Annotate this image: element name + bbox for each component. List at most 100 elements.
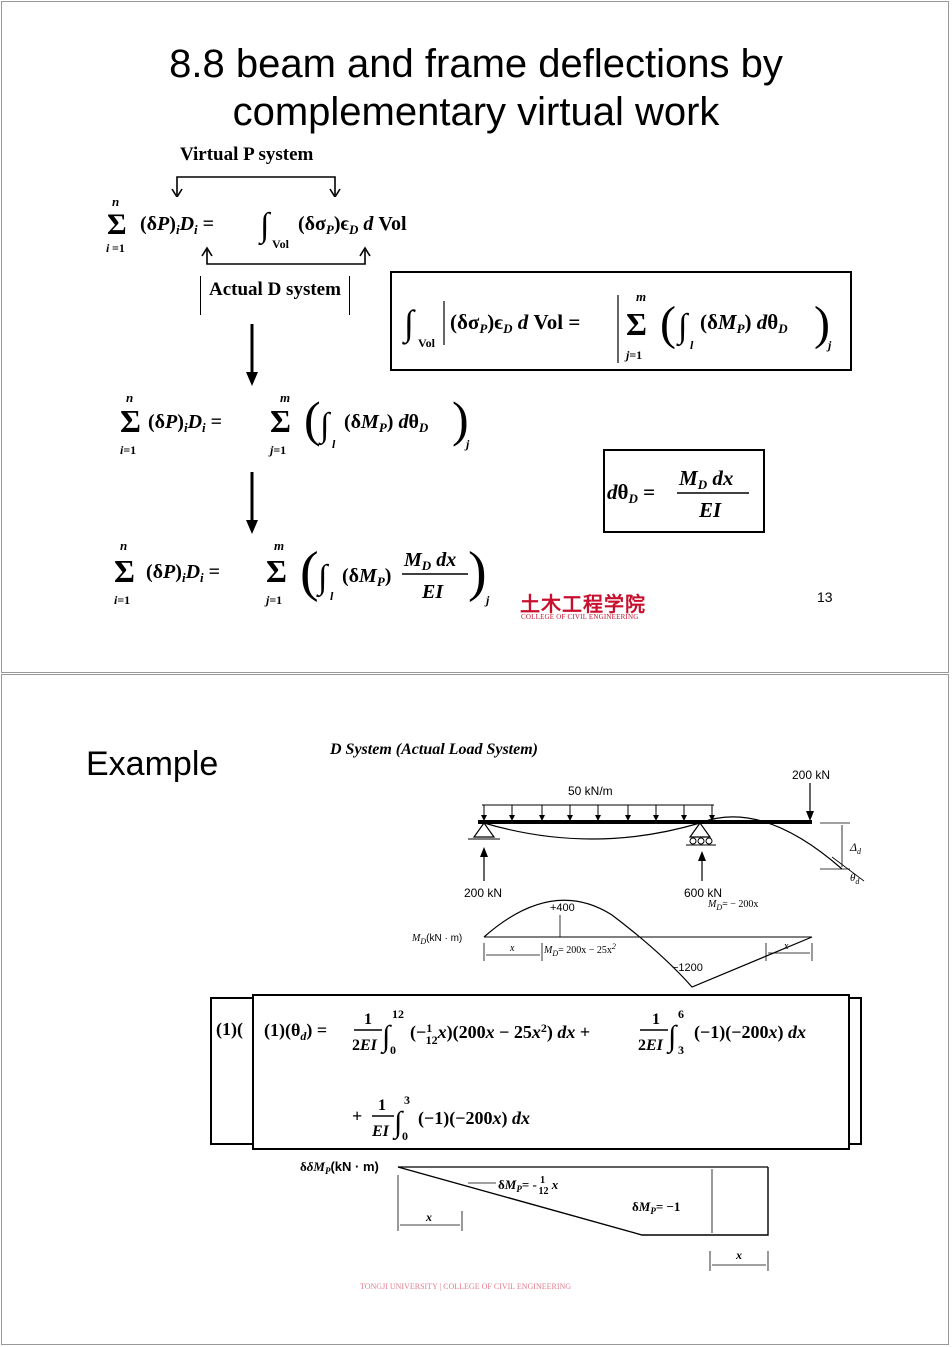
svg-text:∫: ∫ — [666, 1020, 678, 1055]
svg-text:m: m — [274, 538, 284, 553]
actual-d-label: Actual D system — [209, 279, 341, 300]
md-eq-right: MD= − 200x — [707, 899, 758, 912]
integral-equivalence-eq: ∫ Vol (δσP)ϵD d Vol = m Σ j=1 ( ∫ l (δMP… — [402, 289, 832, 363]
slide-title: 8.8 beam and frame deflections by comple… — [2, 40, 950, 136]
svg-text:dθD =: dθD = — [607, 480, 655, 506]
svg-text:(: ( — [300, 541, 319, 603]
svg-text:j=1: j=1 — [268, 443, 286, 457]
svg-text:n: n — [112, 194, 119, 209]
svg-text:1: 1 — [378, 1097, 386, 1114]
title-line-1: 8.8 beam and frame deflections by — [169, 42, 783, 86]
svg-text:): ) — [452, 391, 469, 447]
actual-bracket — [201, 246, 371, 265]
svg-text:(−1)(−200x) dx: (−1)(−200x) dx — [694, 1022, 806, 1043]
svg-text:(: ( — [304, 391, 321, 447]
left-support — [472, 821, 496, 838]
dmp-x-right: x — [735, 1248, 742, 1262]
svg-text:j: j — [484, 593, 490, 607]
back-box-prefix: (1)( — [216, 1019, 243, 1039]
deflected-shape — [483, 816, 843, 870]
down-arrow-2 — [246, 472, 258, 534]
svg-text:l: l — [690, 338, 694, 352]
svg-text:1: 1 — [364, 1011, 372, 1028]
svg-text:i=1: i=1 — [120, 443, 136, 457]
main-equation: n Σ i =1 (δP)iDi = ∫ Vol (δσP)ϵD d Vol — [106, 194, 407, 255]
svg-text:EI: EI — [371, 1123, 390, 1140]
page-number: 13 — [817, 589, 833, 605]
college-logo-cn: 土木工程学院 — [520, 594, 646, 616]
equation-2: n Σ i=1 (δP)iDi = m Σ j=1 ( ∫ l (δMP) dθ… — [120, 390, 470, 457]
svg-text:m: m — [280, 390, 290, 405]
college-logo-en: COLLEGE OF CIVIL ENGINEERING — [521, 613, 639, 621]
svg-text:(δP)iDi =: (δP)iDi = — [146, 561, 220, 585]
theta-label: θd — [850, 872, 860, 886]
svg-text:(δσP)ϵD d Vol =: (δσP)ϵD d Vol = — [450, 310, 580, 336]
svg-text:Σ: Σ — [107, 208, 127, 241]
svg-text:(δP)iDi =: (δP)iDi = — [148, 411, 222, 435]
virtual-bracket — [171, 176, 341, 197]
svg-text:+: + — [352, 1106, 362, 1126]
down-arrow-1 — [246, 324, 258, 386]
svg-text:=1: =1 — [112, 241, 125, 255]
svg-text:i=1: i=1 — [114, 593, 130, 607]
example-heading: Example — [86, 745, 219, 783]
svg-text:j: j — [826, 338, 832, 352]
svg-text:∫: ∫ — [402, 303, 416, 345]
svg-text:∫: ∫ — [392, 1106, 404, 1141]
svg-text:Σ: Σ — [114, 553, 135, 589]
svg-text:(1)(θd) =: (1)(θd) = — [264, 1020, 327, 1043]
svg-text:2EI: 2EI — [638, 1037, 664, 1054]
udl-label: 50 kN/m — [568, 784, 613, 798]
dtheta-box: dθD = MD dx EI — [603, 449, 765, 533]
md-x-left: x — [509, 943, 515, 954]
svg-text:3: 3 — [678, 1043, 684, 1057]
right-reaction-label: 600 kN — [684, 886, 722, 900]
svg-text:EI: EI — [421, 581, 444, 603]
svg-text:Σ: Σ — [266, 553, 287, 589]
dmp-shape — [397, 1166, 769, 1236]
svg-text:m: m — [636, 289, 646, 304]
equation-3: n Σ i=1 (δP)iDi = m Σ j=1 ( ∫ l (δMP) MD… — [114, 538, 490, 607]
svg-text:∫: ∫ — [316, 559, 330, 598]
diagram-title: D System (Actual Load System) — [330, 741, 538, 758]
svg-text:n: n — [120, 538, 127, 553]
slide-1: 8.8 beam and frame deflections by comple… — [1, 1, 949, 673]
svg-text:l: l — [332, 437, 336, 451]
dtheta-eq: dθD = MD dx EI — [607, 466, 749, 522]
svg-text:(δMP) dθD: (δMP) dθD — [700, 310, 788, 336]
md-curve — [483, 899, 813, 988]
md-label: MD(kN · m) — [411, 933, 462, 946]
svg-text:j: j — [464, 437, 470, 451]
title-line-2: complementary virtual work — [232, 90, 720, 134]
svg-text:12: 12 — [392, 1007, 404, 1021]
svg-text:∫: ∫ — [380, 1020, 392, 1055]
svg-text:n: n — [126, 390, 133, 405]
svg-text:EI: EI — [698, 498, 722, 522]
md-eq-left: MD= 200x − 25x2 — [543, 942, 616, 958]
dmp-x-left: x — [425, 1210, 432, 1224]
svg-text:∫: ∫ — [258, 207, 272, 246]
svg-text:Σ: Σ — [270, 403, 291, 439]
svg-text:i: i — [106, 241, 110, 255]
actual-d-label-frame: Actual D system — [200, 276, 350, 315]
svg-text:(δMP): (δMP) — [342, 565, 391, 589]
dmp-label: δδMP(kN · m) — [300, 1159, 379, 1176]
svg-text:1: 1 — [652, 1011, 660, 1028]
svg-text:j=1: j=1 — [264, 593, 282, 607]
svg-text:(δσP)ϵD d Vol: (δσP)ϵD d Vol — [298, 213, 407, 237]
svg-text:): ) — [814, 297, 830, 350]
virtual-p-label: Virtual P system — [180, 144, 314, 165]
svg-text:2EI: 2EI — [352, 1037, 378, 1054]
dmp-eq-right: δMP= −1 — [632, 1199, 680, 1216]
svg-text:0: 0 — [390, 1043, 396, 1057]
svg-text:(−1)(−200x) dx: (−1)(−200x) dx — [418, 1108, 530, 1129]
md-max-label: +400 — [550, 902, 575, 914]
svg-text:∫: ∫ — [676, 308, 690, 347]
svg-text:MD dx: MD dx — [403, 549, 456, 573]
point-load-label: 200 kN — [792, 768, 830, 782]
left-reaction-label: 200 kN — [464, 886, 502, 900]
